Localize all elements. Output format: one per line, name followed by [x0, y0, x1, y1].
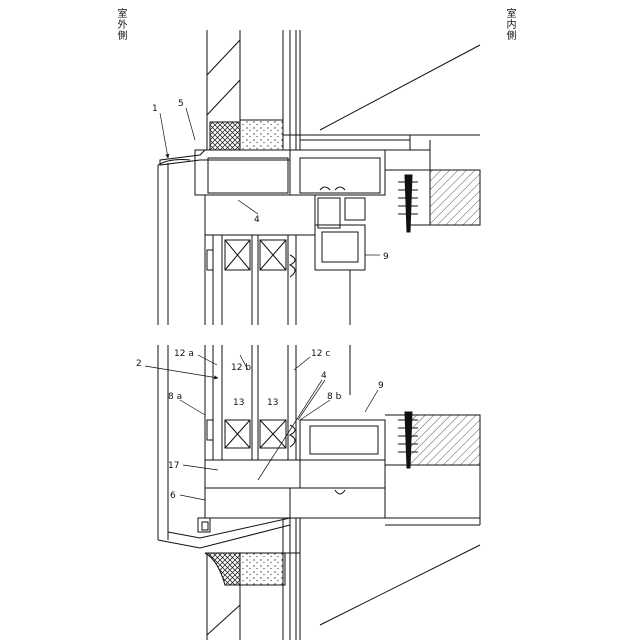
callout-8b: 8 b [327, 392, 342, 402]
callout-labels: 1 5 4 9 2 12 a 12 b 12 c 4 9 8 a 13 13 8… [136, 99, 389, 501]
callout-1: 1 [152, 104, 158, 114]
callout-12c: 12 c [311, 349, 330, 359]
callout-2: 2 [136, 359, 142, 369]
leader-lines [145, 108, 380, 500]
callout-12a: 12 a [174, 349, 194, 359]
callout-17: 17 [168, 461, 179, 471]
callout-4-sill: 4 [321, 371, 327, 381]
callout-13-right: 13 [267, 398, 278, 408]
callout-9-head: 9 [383, 252, 389, 262]
head-section [158, 30, 480, 325]
callout-4-head: 4 [254, 215, 260, 225]
callout-6: 6 [170, 491, 176, 501]
callout-13-left: 13 [233, 398, 244, 408]
callout-5: 5 [178, 99, 184, 109]
callout-12b: 12 b [231, 363, 251, 373]
callout-9-sill: 9 [378, 381, 384, 391]
callout-8a: 8 a [168, 392, 182, 402]
